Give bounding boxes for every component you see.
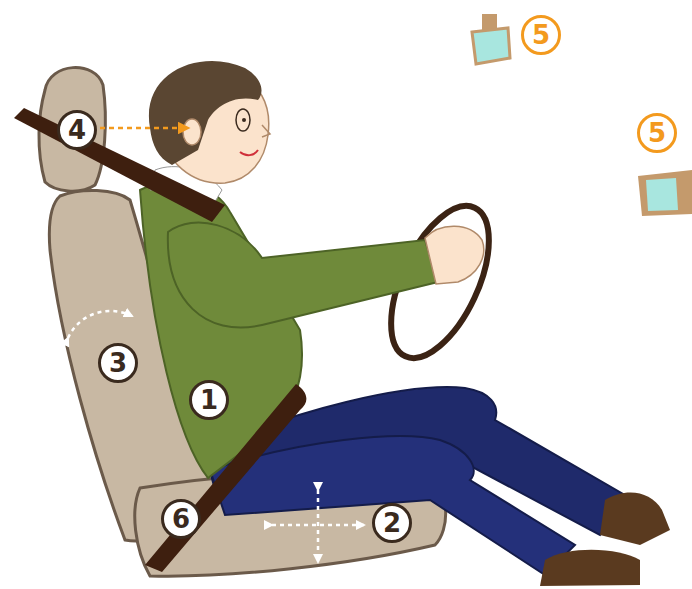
callout-number: 5	[637, 113, 677, 153]
callout-number: 5	[521, 15, 561, 55]
lap-belt	[145, 384, 306, 572]
recline-arrow	[68, 311, 132, 338]
callout-number: 6	[161, 499, 201, 539]
far-shoe	[600, 493, 670, 545]
callout-number: 3	[98, 343, 138, 383]
callout-number: 2	[372, 503, 412, 543]
glasses	[236, 109, 250, 131]
callout-number: 4	[57, 110, 97, 150]
height-arrow	[317, 490, 320, 562]
ear	[183, 119, 201, 145]
headrest-height-arrow	[100, 127, 188, 130]
arm	[168, 223, 438, 328]
hand	[425, 226, 484, 284]
callout-number: 1	[189, 380, 229, 420]
near-leg	[210, 436, 575, 575]
near-shoe	[540, 550, 640, 586]
rear-mirror	[472, 28, 510, 64]
nose	[262, 125, 270, 137]
side-mirror-housing	[638, 170, 692, 216]
mouth	[240, 150, 258, 155]
eye	[242, 118, 246, 122]
hair	[149, 61, 262, 165]
side-mirror	[646, 178, 678, 211]
